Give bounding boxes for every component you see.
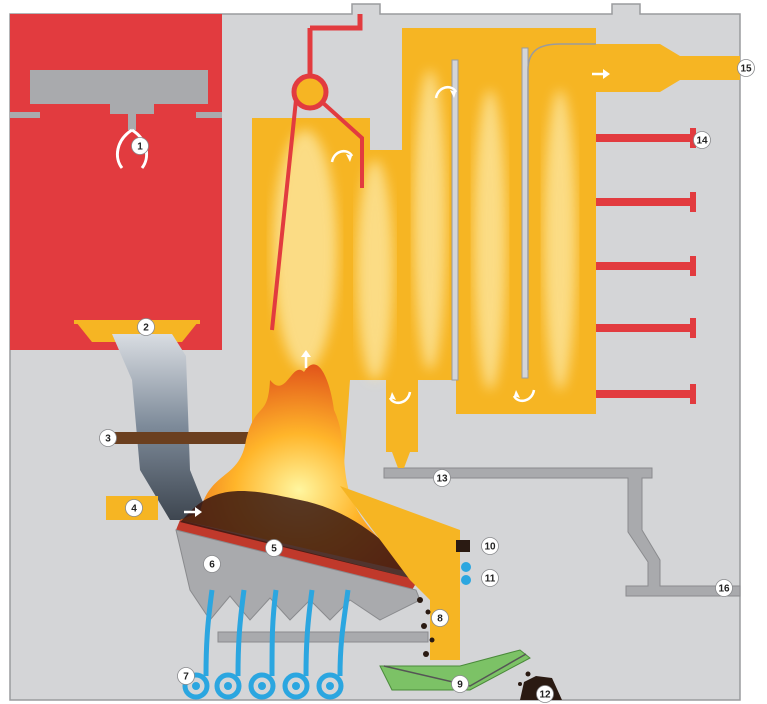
callout-number: 5	[271, 544, 277, 555]
callout-number: 13	[436, 474, 448, 485]
callout-marker-12: 12	[537, 686, 554, 703]
callout-number: 15	[740, 64, 752, 75]
callout-marker-5: 5	[266, 540, 283, 557]
callout-marker-15: 15	[738, 60, 755, 77]
callout-marker-6: 6	[204, 556, 221, 573]
callout-number: 8	[437, 614, 443, 625]
callout-number: 6	[209, 560, 215, 571]
callout-marker-11: 11	[482, 570, 499, 587]
callout-number: 12	[539, 690, 551, 701]
callout-number: 4	[131, 504, 137, 515]
callout-marker-7: 7	[178, 668, 195, 685]
callout-number: 16	[718, 584, 730, 595]
callout-number: 9	[457, 680, 463, 691]
callout-marker-10: 10	[482, 538, 499, 555]
callout-number: 3	[105, 434, 111, 445]
callout-number: 7	[183, 672, 189, 683]
callout-marker-13: 13	[434, 470, 451, 487]
callout-number: 2	[143, 323, 149, 334]
callout-marker-3: 3	[100, 430, 117, 447]
callout-number: 11	[485, 574, 496, 585]
callout-marker-4: 4	[126, 500, 143, 517]
callout-marker-16: 16	[716, 580, 733, 597]
callout-marker-14: 14	[694, 132, 711, 149]
callout-marker-1: 1	[132, 138, 149, 155]
callout-number: 14	[696, 136, 708, 147]
callout-marker-8: 8	[432, 610, 449, 627]
callout-marker-2: 2	[138, 319, 155, 336]
callout-number: 1	[137, 142, 143, 153]
callout-number: 10	[484, 542, 496, 553]
callout-marker-9: 9	[452, 676, 469, 693]
